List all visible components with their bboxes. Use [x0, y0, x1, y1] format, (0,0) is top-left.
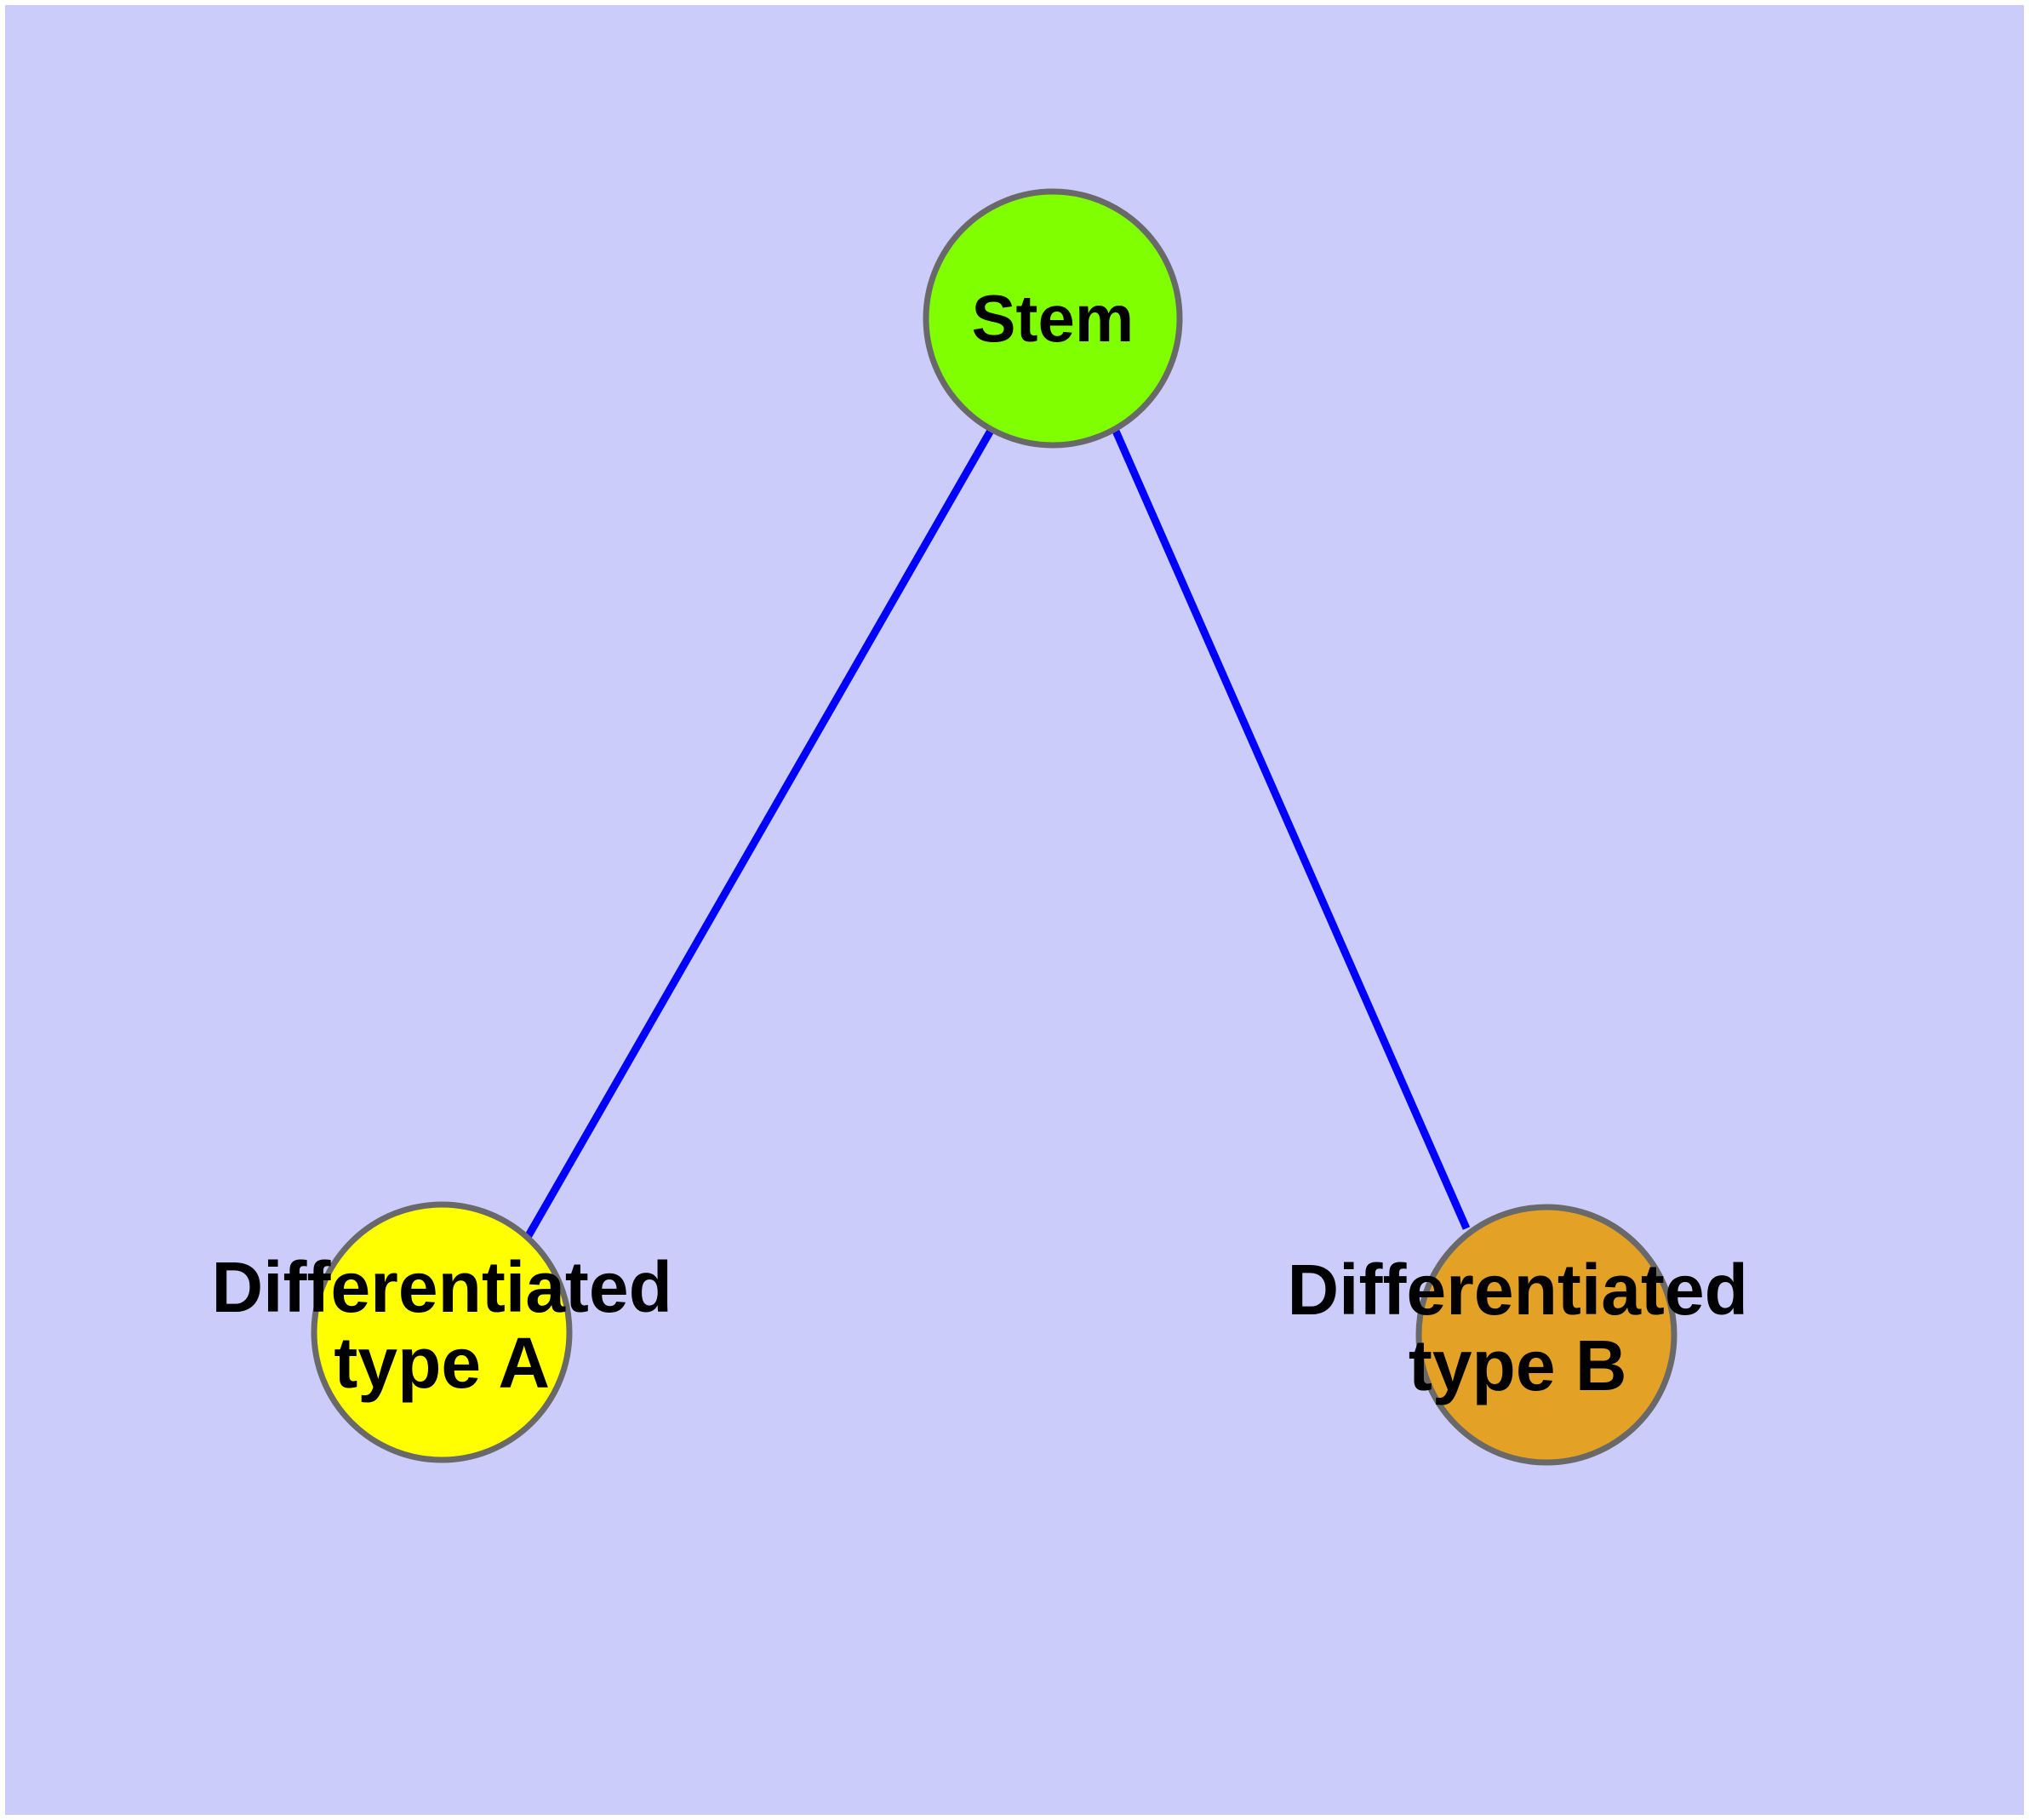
edge-layer: [523, 426, 1471, 1241]
graph-node-stem[interactable]: [923, 188, 1183, 449]
node-layer: [311, 188, 1677, 1466]
graph-edge-stem-to-diff_b[interactable]: [1111, 427, 1471, 1230]
graph-node-diff_b[interactable]: [1415, 1204, 1677, 1466]
graph-node-diff_a[interactable]: [311, 1201, 573, 1463]
graph-edge-stem-to-diff_a[interactable]: [523, 426, 995, 1241]
